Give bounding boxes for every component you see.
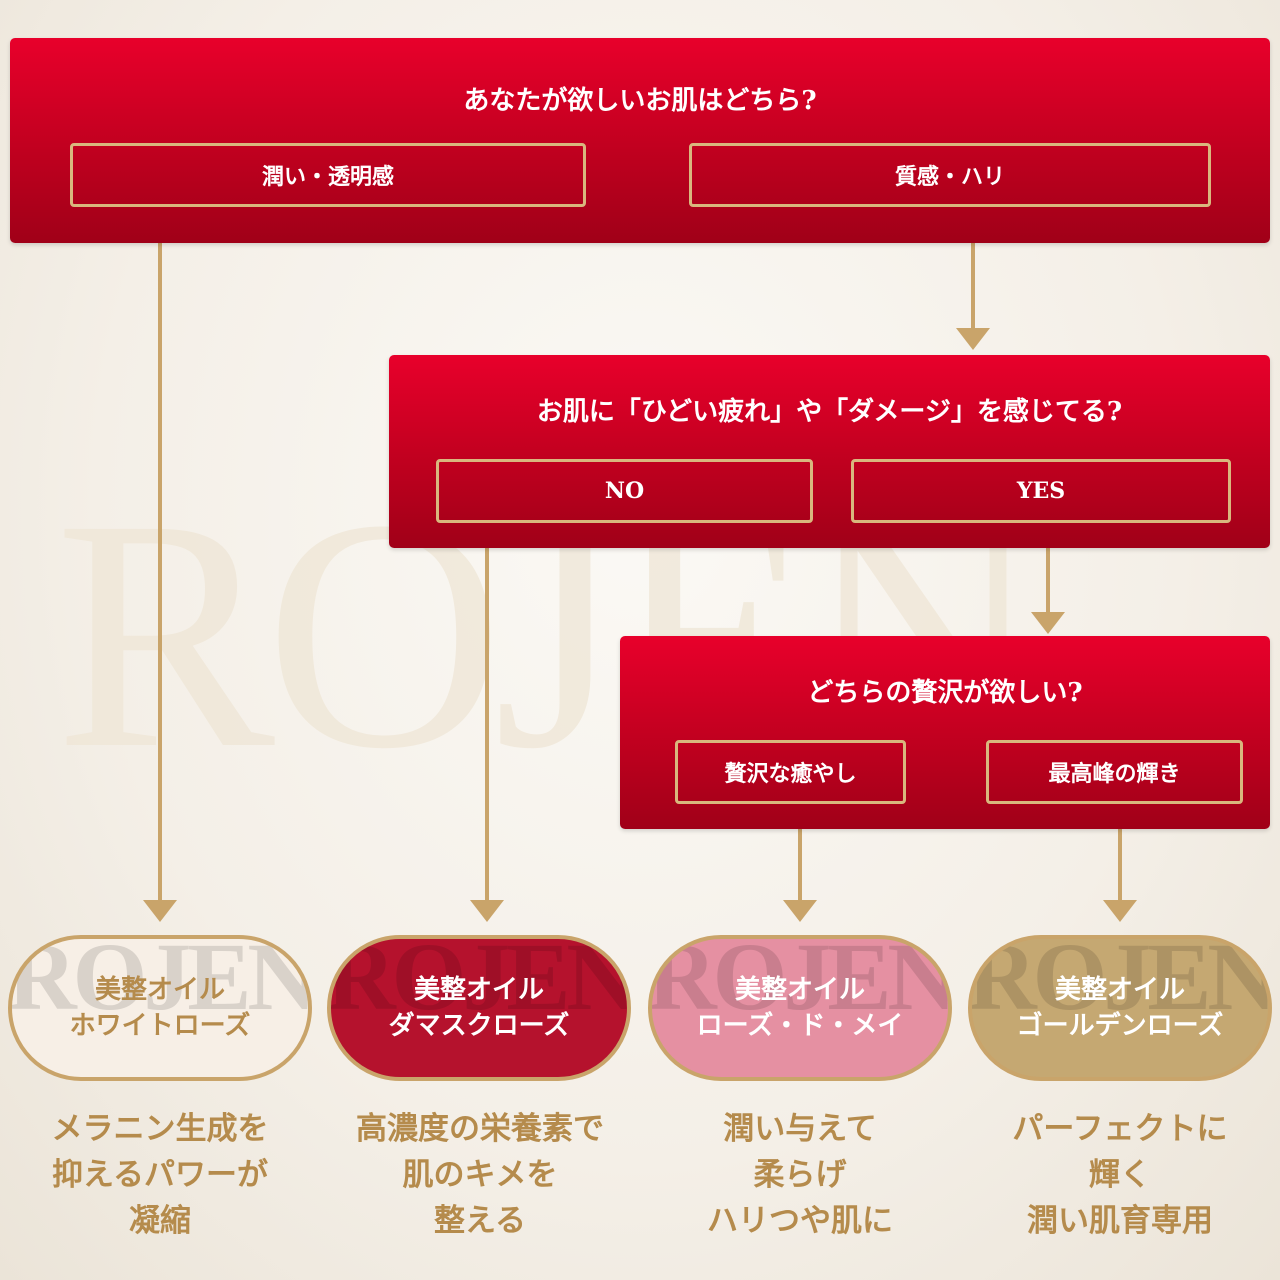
result-line1: 美整オイル	[1054, 975, 1185, 1005]
result-description-white-rose: メラニン生成を 抑えるパワーが 凝縮	[0, 1106, 320, 1244]
desc-line: 高濃度の栄養素で	[356, 1111, 604, 1147]
result-name: ダマスクローズ	[388, 1011, 570, 1041]
option-texture-firmness[interactable]: 質感・ハリ	[689, 143, 1211, 207]
question-3-box: どちらの贅沢が欲しい? 贅沢な癒やし 最高峰の輝き	[620, 636, 1270, 829]
question-3-title: どちらの贅沢が欲しい?	[807, 678, 1083, 708]
result-damask-rose[interactable]: ROJEN 美整オイル ダマスクローズ	[327, 935, 631, 1081]
result-description-rose-de-mai: 潤い与えて 柔らげ ハリつや肌に	[640, 1106, 960, 1244]
desc-line: 抑えるパワーが	[51, 1157, 269, 1193]
desc-line: 潤い肌育専用	[1027, 1203, 1213, 1239]
option-no[interactable]: NO	[436, 459, 813, 523]
result-rose-de-mai[interactable]: ROJEN 美整オイル ローズ・ド・メイ	[648, 935, 952, 1081]
option-moisture-clarity[interactable]: 潤い・透明感	[70, 143, 586, 207]
question-1-title: あなたが欲しいお肌はどちら?	[463, 86, 817, 116]
desc-line: 潤い与えて	[723, 1111, 877, 1147]
result-name: ホワイトローズ	[69, 1011, 251, 1041]
question-2-box: お肌に「ひどい疲れ」や「ダメージ」を感じてる? NO YES	[389, 355, 1270, 548]
result-name: ゴールデンローズ	[1016, 1011, 1224, 1041]
result-golden-rose[interactable]: ROJEN 美整オイル ゴールデンローズ	[968, 935, 1272, 1081]
result-line1: 美整オイル	[734, 975, 865, 1005]
result-white-rose[interactable]: ROJEN 美整オイル ホワイトローズ	[8, 935, 312, 1081]
question-2-title: お肌に「ひどい疲れ」や「ダメージ」を感じてる?	[536, 397, 1123, 427]
result-line1: 美整オイル	[413, 975, 544, 1005]
option-yes[interactable]: YES	[851, 459, 1231, 523]
option-supreme-radiance[interactable]: 最高峰の輝き	[986, 740, 1243, 804]
desc-line: 肌のキメを	[402, 1157, 558, 1193]
result-description-damask-rose: 高濃度の栄養素で 肌のキメを 整える	[320, 1106, 640, 1244]
result-line1: 美整オイル	[94, 975, 225, 1005]
desc-line: パーフェクトに	[1012, 1111, 1228, 1147]
desc-line: 凝縮	[129, 1203, 191, 1239]
desc-line: ハリつや肌に	[707, 1203, 893, 1239]
desc-line: 輝く	[1089, 1157, 1151, 1193]
result-description-golden-rose: パーフェクトに 輝く 潤い肌育専用	[960, 1106, 1280, 1244]
desc-line: 柔らげ	[753, 1157, 847, 1193]
option-luxury-healing[interactable]: 贅沢な癒やし	[675, 740, 906, 804]
result-name: ローズ・ド・メイ	[696, 1011, 904, 1041]
desc-line: メラニン生成を	[51, 1111, 269, 1147]
desc-line: 整える	[433, 1203, 527, 1239]
question-1-box: あなたが欲しいお肌はどちら? 潤い・透明感 質感・ハリ	[10, 38, 1270, 243]
